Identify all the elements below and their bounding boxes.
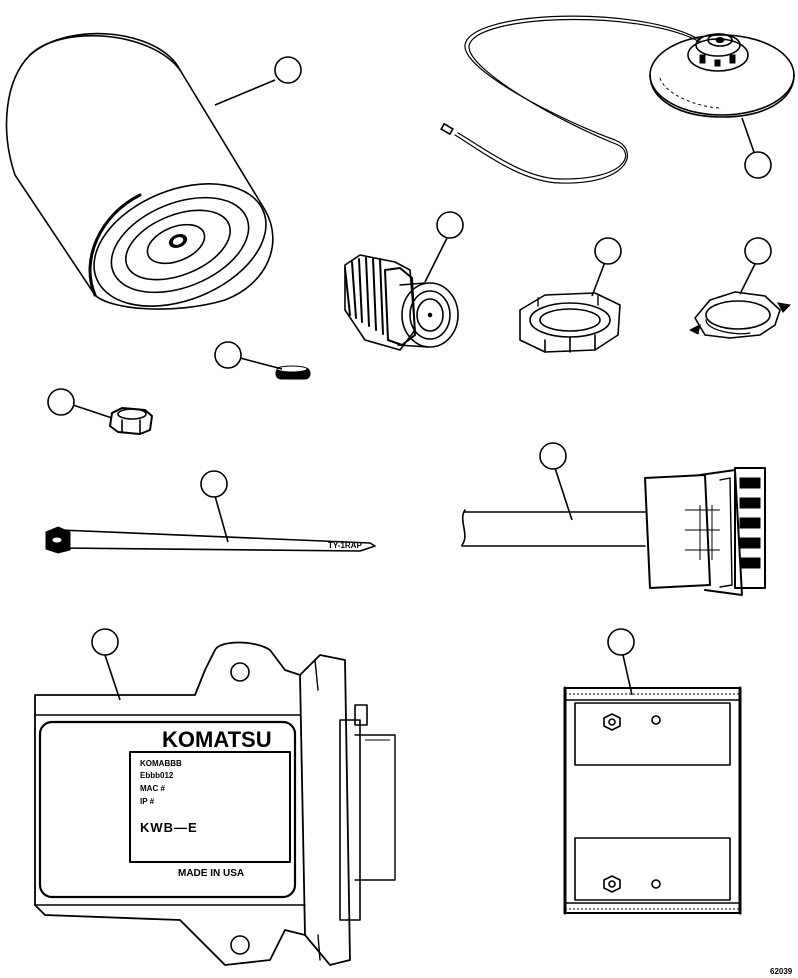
module-line-3: MAC # <box>140 784 165 793</box>
callout-wiring-connector <box>539 442 573 521</box>
tie-tag-text: TY-1RAP <box>328 541 362 550</box>
callout-cable-tie <box>200 470 229 543</box>
callout-connector <box>424 211 464 283</box>
callout-filter <box>214 56 302 106</box>
small-spacer <box>109 407 153 435</box>
module-line-2: Ebbb012 <box>140 771 174 780</box>
module-brand: KOMATSU <box>162 727 272 752</box>
antenna-with-lead <box>440 15 795 184</box>
drawing-code: 62039 <box>770 967 793 976</box>
small-pin <box>275 365 311 380</box>
cable-tie: TY-1RAP <box>45 526 376 554</box>
callout-spacer <box>47 388 113 419</box>
callout-lock-washer <box>739 237 772 295</box>
mounting-bracket <box>563 686 742 915</box>
threaded-connector-fitting <box>344 254 459 351</box>
callout-pin <box>214 341 283 370</box>
callout-antenna <box>741 117 772 179</box>
callout-hex-nut <box>591 237 622 297</box>
module-model: KWB—E <box>140 820 198 835</box>
hex-nut <box>519 292 621 353</box>
module-origin: MADE IN USA <box>178 868 244 879</box>
filter-cylinder <box>5 32 274 310</box>
module-line-1: KOMABBB <box>140 759 182 768</box>
callout-control-module <box>91 628 121 701</box>
module-line-4: IP # <box>140 797 155 806</box>
wiring-connector <box>461 467 766 596</box>
callout-bracket <box>607 628 635 696</box>
lock-washer <box>688 291 792 339</box>
control-module: KOMATSU KOMABBB Ebbb012 MAC # IP # KWB—E… <box>34 641 396 966</box>
